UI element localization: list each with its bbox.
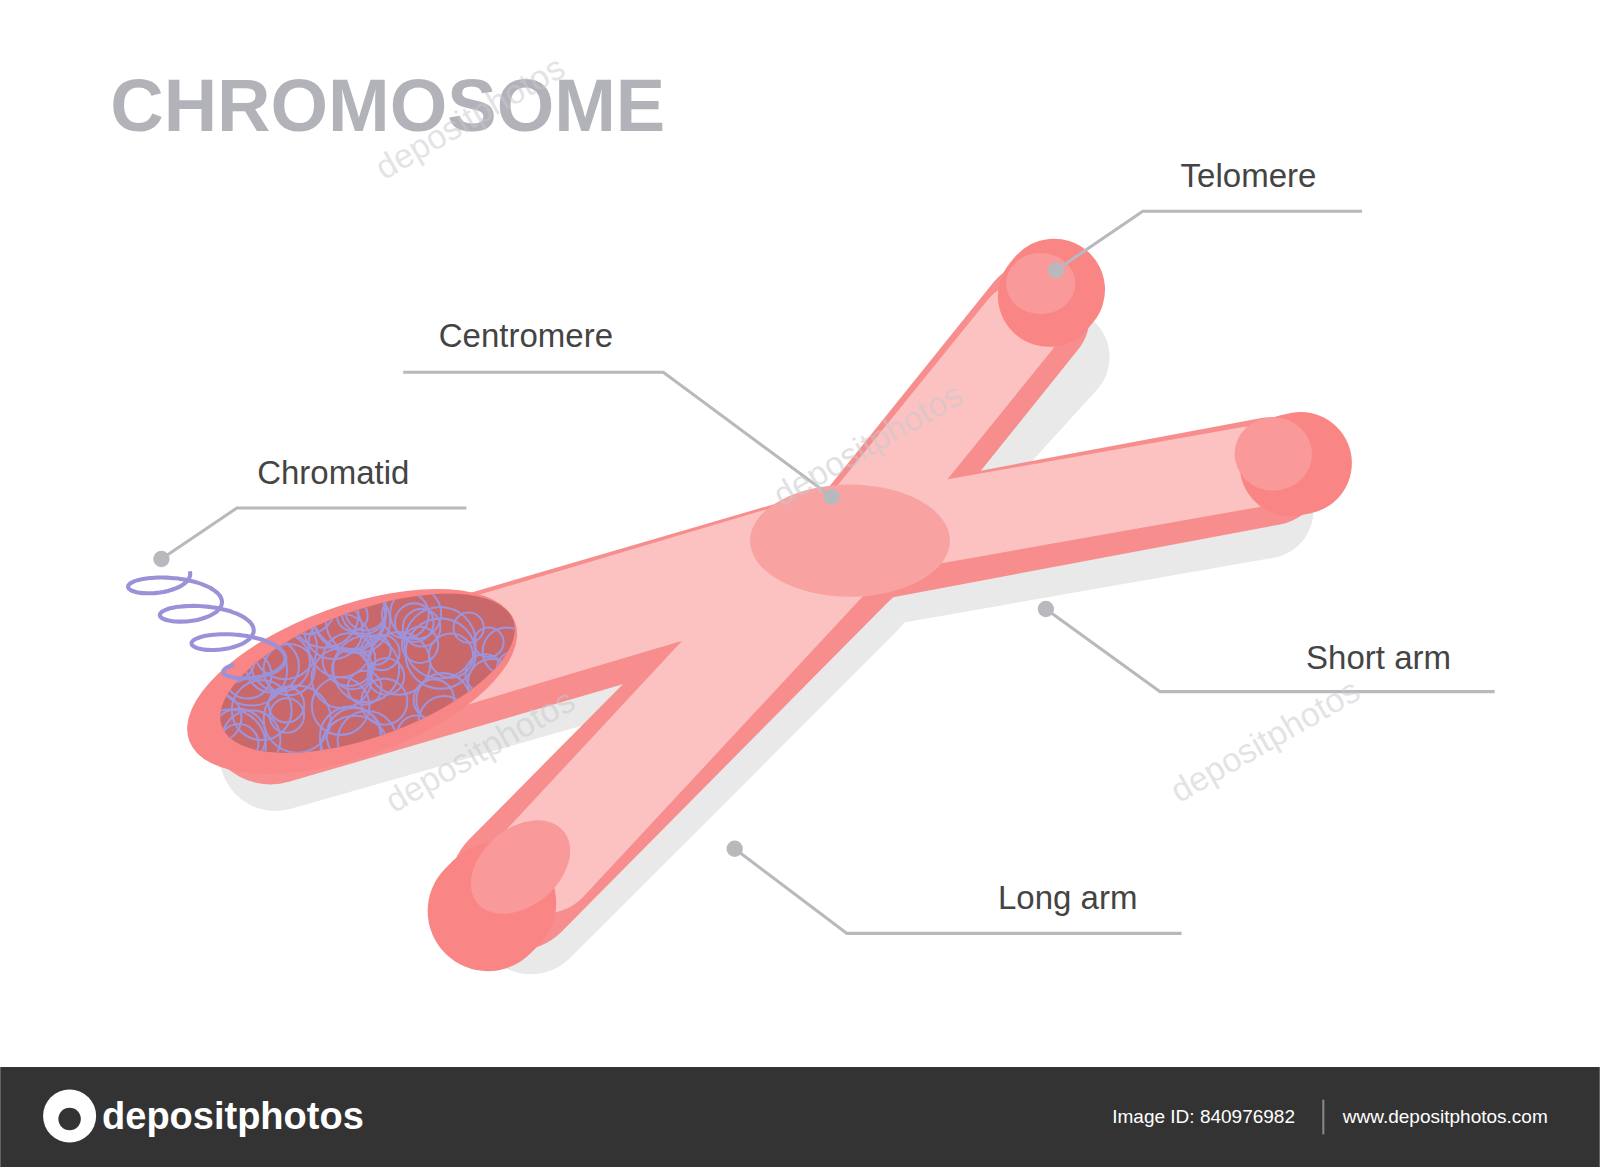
part-label: Telomere <box>1181 159 1317 192</box>
leader-lines <box>161 211 1494 933</box>
chromatid-cutaway <box>163 551 550 811</box>
dna-coil <box>128 571 285 678</box>
footer-url: www.depositphotos.com <box>1343 1107 1548 1126</box>
telomere-caps <box>488 290 1301 911</box>
leader-dots <box>153 262 1064 857</box>
logo-icon-lens <box>58 1108 80 1130</box>
footer-divider <box>1322 1100 1324 1135</box>
part-label: Short arm <box>1306 641 1451 674</box>
footer-id: Image ID: 840976982 <box>1112 1107 1295 1126</box>
telomere-faces <box>453 253 1312 933</box>
part-label: Centromere <box>439 319 613 352</box>
footer-brand: depositphotos <box>102 1097 364 1135</box>
logo-icon <box>43 1089 96 1142</box>
part-label: Long arm <box>998 881 1137 914</box>
diagram-title: CHROMOSOME <box>110 69 665 143</box>
footer-bar <box>0 1067 1600 1167</box>
shadow <box>276 357 1266 918</box>
part-label: Chromatid <box>257 456 409 489</box>
